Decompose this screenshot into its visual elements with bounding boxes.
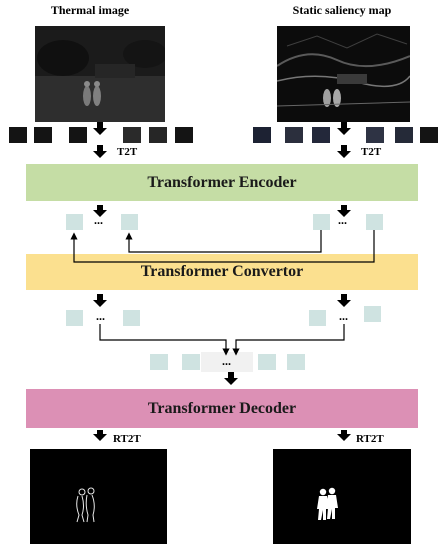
thermal-patch [123, 127, 141, 143]
down-arrow-icon [93, 430, 107, 441]
thermal-output-mask [30, 449, 167, 544]
saliency-patch [312, 127, 330, 143]
transformer-decoder-block: Transformer Decoder [26, 389, 418, 428]
thermal-mask-graphic [30, 449, 167, 544]
thermal-patch [149, 127, 167, 143]
thermal-patch [69, 127, 87, 143]
thermal-image-title: Thermal image [50, 3, 130, 17]
saliency-output-mask [273, 449, 411, 544]
rt2t-label-left: RT2T [113, 433, 141, 445]
ellipsis: ... [338, 213, 347, 227]
down-arrow-icon [224, 372, 238, 385]
transformer-encoder-block: Transformer Encoder [26, 164, 418, 201]
down-arrow-icon [337, 205, 351, 217]
ellipsis: ... [339, 309, 348, 323]
saliency-patch [285, 127, 303, 143]
static-saliency-map [277, 26, 410, 122]
ellipsis: ... [96, 309, 105, 323]
down-arrow-icon [337, 122, 351, 135]
ellipsis: ... [222, 354, 231, 368]
down-arrow-icon [93, 294, 107, 307]
down-arrow-icon [93, 145, 107, 158]
convertor-token [123, 310, 140, 326]
merged-token [182, 354, 200, 370]
down-arrow-icon [337, 294, 351, 307]
saliency-patch [420, 127, 438, 143]
thermal-patch [34, 127, 52, 143]
t2t-label-right: T2T [361, 146, 382, 158]
down-arrow-icon [93, 122, 107, 135]
convertor-token [364, 306, 381, 322]
encoder-token [66, 214, 83, 230]
saliency-patch [253, 127, 271, 143]
merged-token [258, 354, 276, 370]
merged-token [287, 354, 305, 370]
encoder-token [121, 214, 138, 230]
merged-token [150, 354, 168, 370]
saliency-map-title: Static saliency map [292, 3, 392, 17]
thermal-patch [175, 127, 193, 143]
encoder-token [366, 214, 383, 230]
transformer-convertor-block: Transformer Convertor [26, 254, 418, 290]
down-arrow-icon [337, 430, 351, 441]
down-arrow-icon [93, 205, 107, 217]
down-arrow-icon [337, 145, 351, 158]
ellipsis: ... [94, 213, 103, 227]
rt2t-label-right: RT2T [356, 433, 384, 445]
saliency-mask-graphic [273, 449, 411, 544]
thermal-image [35, 26, 165, 122]
saliency-scene-graphic [277, 26, 410, 122]
merge-node [201, 352, 253, 372]
thermal-patch [9, 127, 27, 143]
convertor-token [309, 310, 326, 326]
convertor-token [66, 310, 83, 326]
t2t-label-left: T2T [117, 146, 138, 158]
thermal-scene-graphic [35, 26, 165, 122]
saliency-patch [395, 127, 413, 143]
encoder-token [313, 214, 330, 230]
saliency-patch [366, 127, 384, 143]
